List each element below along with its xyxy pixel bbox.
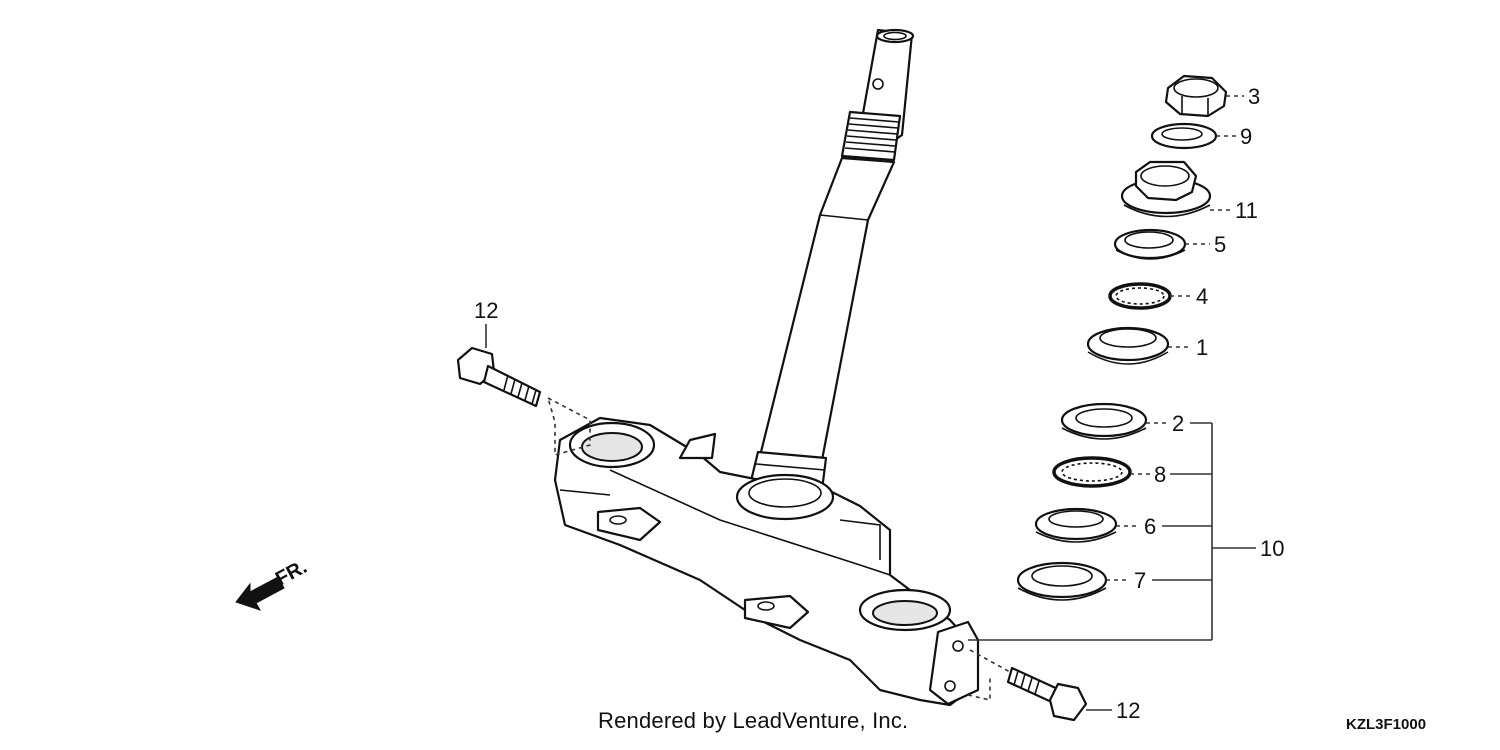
part-9-washer	[1150, 122, 1218, 150]
callout-11: 11	[1235, 198, 1258, 223]
part-6-cone-race	[1034, 507, 1118, 543]
part-8-ball-bearing	[1052, 456, 1132, 488]
callout-5: 5	[1214, 232, 1226, 257]
callout-3: 3	[1248, 84, 1260, 109]
part-3-nut	[1164, 74, 1228, 118]
callout-9: 9	[1240, 124, 1252, 149]
callout-6: 6	[1144, 514, 1156, 539]
part-2-ball-race	[1060, 402, 1148, 440]
leader-lines	[485, 95, 1256, 711]
callout-4: 4	[1196, 284, 1208, 309]
bolt-12-left	[456, 346, 542, 408]
callout-7: 7	[1134, 568, 1146, 593]
front-direction-indicator: FR.	[235, 556, 311, 611]
part-1-ball-race	[1086, 326, 1170, 365]
bottom-bridge	[553, 416, 980, 707]
callout-labels: 3 9 11 5 4 1 2 8 6 7 10 12 12	[474, 84, 1284, 723]
front-direction-arrow-icon	[235, 576, 285, 611]
steering-bearing-stack	[1016, 74, 1228, 601]
steering-stem-column	[748, 28, 915, 492]
bolt-12-right	[1006, 666, 1088, 722]
part-11-adjusting-nut	[1120, 160, 1212, 218]
part-7-dust-seal	[1016, 561, 1108, 601]
callout-10: 10	[1260, 536, 1284, 561]
callout-12-lower: 12	[1116, 698, 1140, 723]
callout-8: 8	[1154, 462, 1166, 487]
callout-12-upper: 12	[474, 298, 498, 323]
render-credit: Rendered by LeadVenture, Inc.	[598, 708, 909, 733]
part-5-cone-race	[1113, 228, 1187, 260]
diagram-code: KZL3F1000	[1346, 716, 1427, 733]
part-4-ball-bearing	[1108, 282, 1172, 310]
callout-2: 2	[1172, 411, 1184, 436]
callout-1: 1	[1196, 335, 1208, 360]
